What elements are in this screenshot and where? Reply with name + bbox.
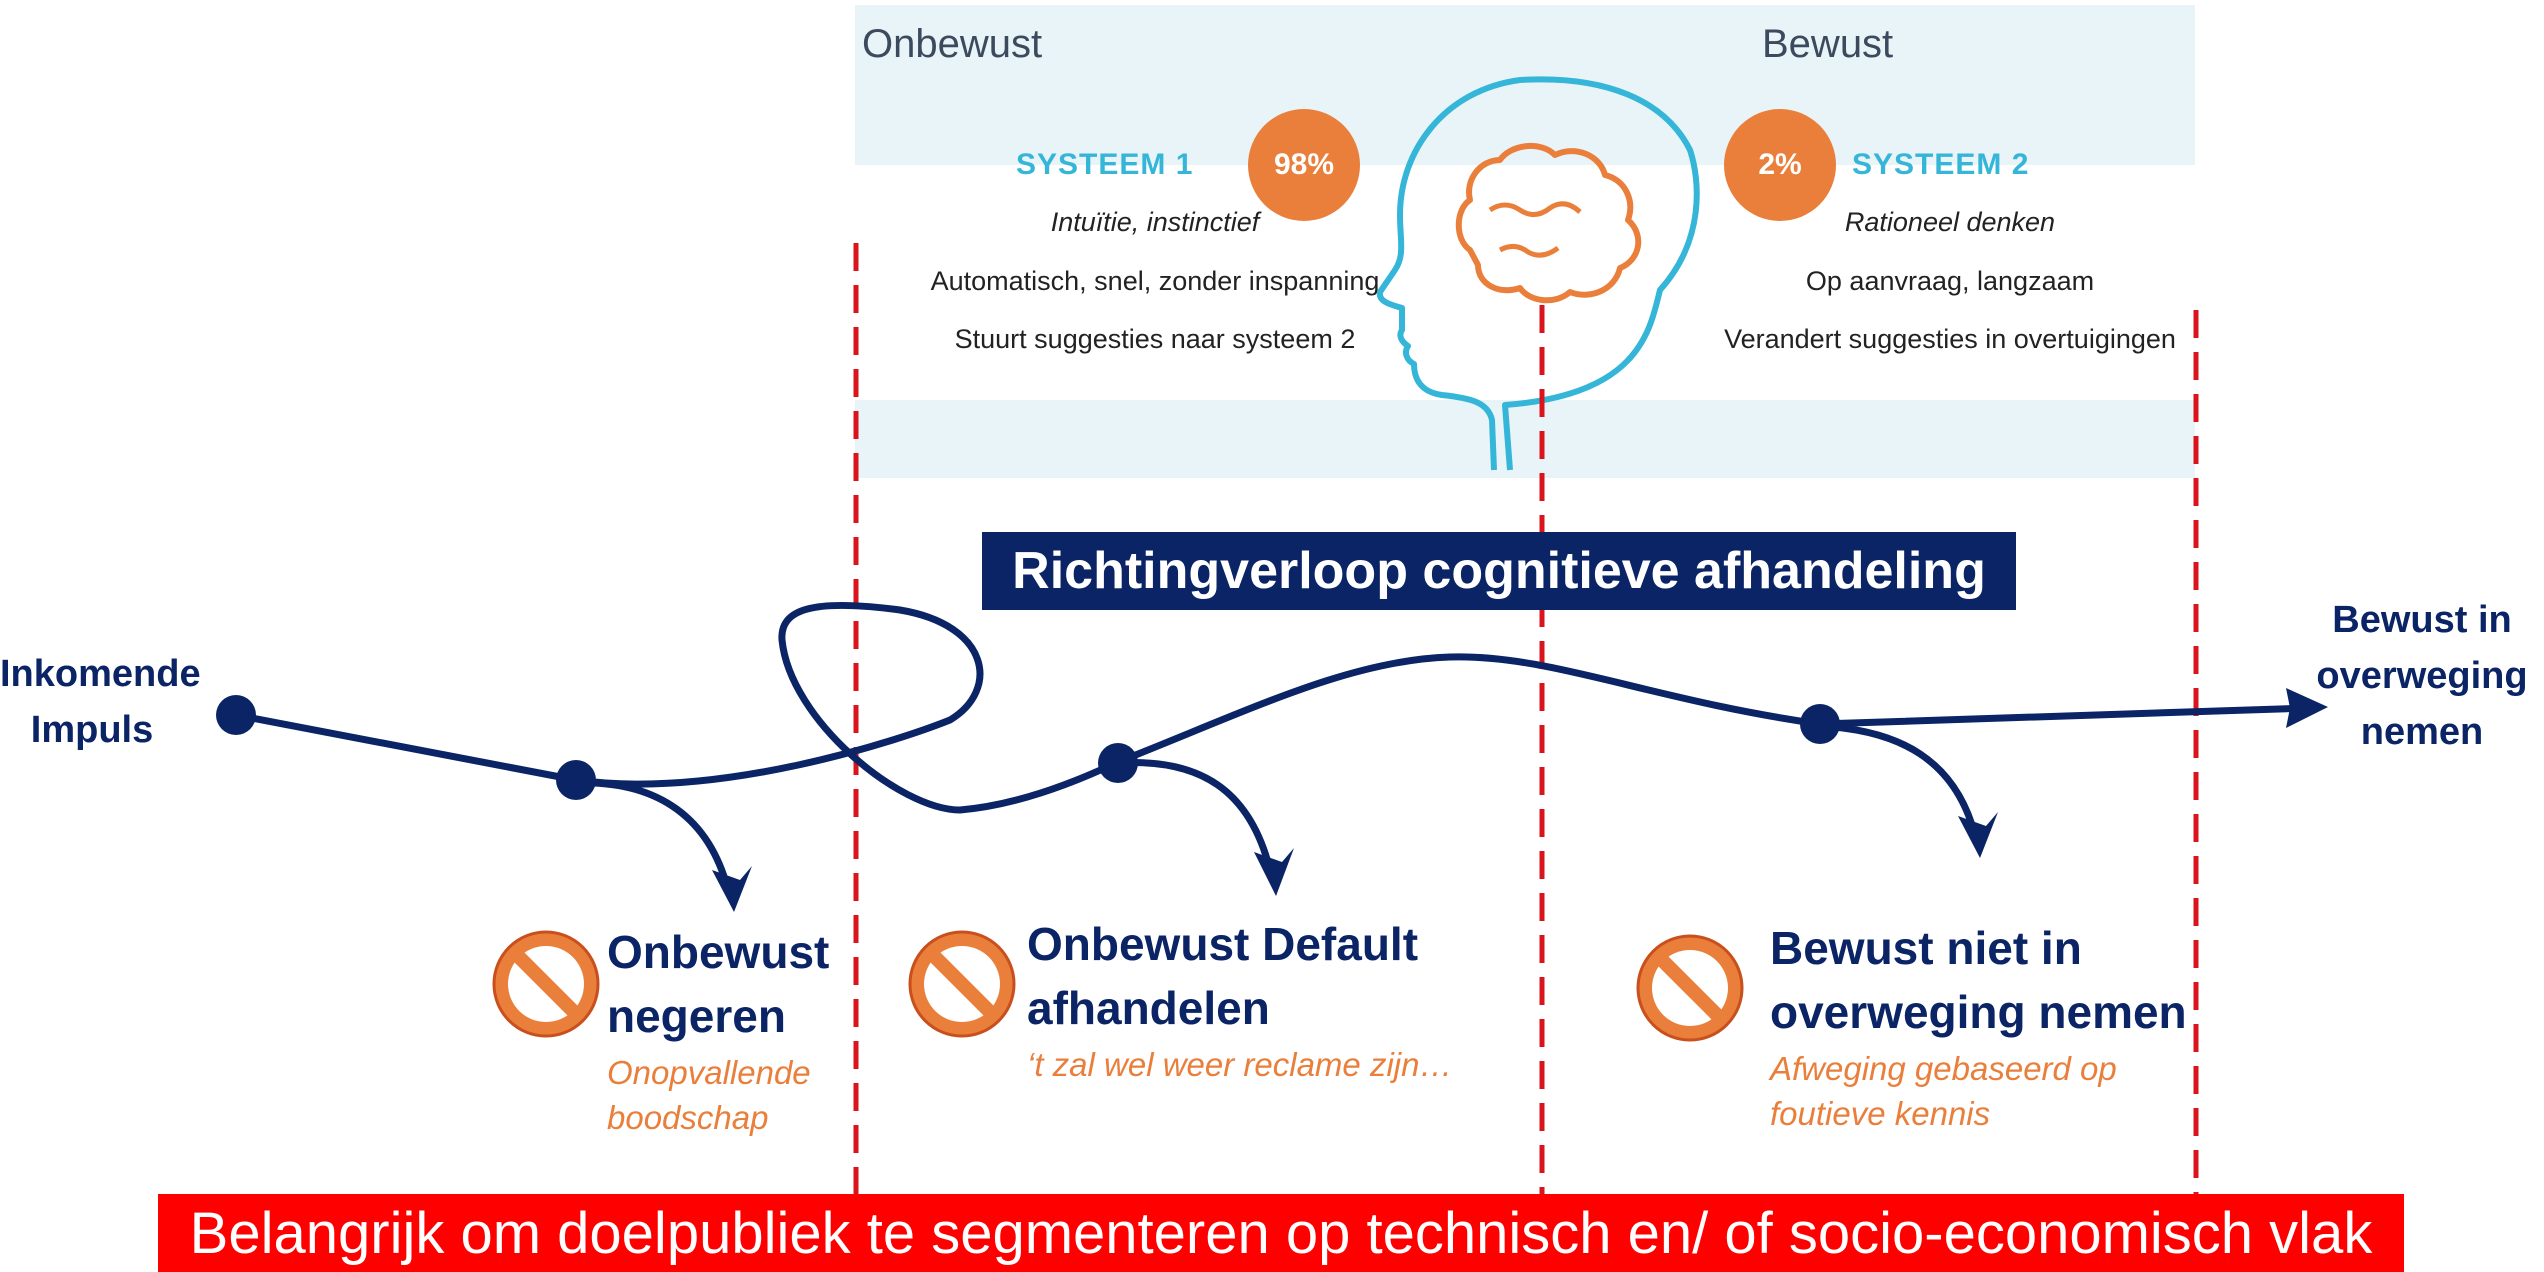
outcome-3-note-line-2: foutieve kennis: [1770, 1095, 1991, 1132]
outcome-1-title-line-2: negeren: [607, 990, 786, 1042]
diagram-banner-title: Richtingverloop cognitieve afhandeling: [982, 532, 2016, 610]
input-label-line-1: Inkomende: [0, 653, 201, 695]
input-label-line-2: Impuls: [30, 709, 154, 751]
outcome-1-title-line-1: Onbewust: [607, 926, 830, 978]
system1-line-1: Intuïtie, instinctief: [1050, 207, 1260, 237]
path-node-input: [216, 695, 256, 735]
outcome-1-note-line-2: boodschap: [607, 1099, 769, 1136]
outcome-2-title-line-2: afhandelen: [1027, 982, 1270, 1034]
branch-arrow-2: [1114, 758, 1274, 874]
system2-line-3: Verandert suggesties in overtuigingen: [1724, 324, 2176, 354]
zone-title-unconscious: Onbewust: [862, 22, 1043, 66]
system1-line-3: Stuurt suggesties naar systeem 2: [954, 324, 1356, 354]
outcome-conscious-not-considered: Bewust niet in overweging nemen Afweging…: [1770, 916, 2187, 1136]
arrowhead-output: [2286, 688, 2328, 728]
zone-title-conscious: Bewust: [1762, 22, 1894, 66]
output-label-line-3: nemen: [2360, 711, 2484, 753]
system2-percent-badge: 2%: [1724, 109, 1836, 221]
prohibited-icon: [908, 930, 1016, 1038]
outcome-1-note-line-1: Onopvallende: [607, 1054, 811, 1091]
output-label-line-2: overweging: [2316, 655, 2528, 697]
outcome-3-note-line-1: Afweging gebaseerd op: [1770, 1050, 2117, 1087]
branch-arrow-3: [1816, 722, 1979, 839]
head-brain-icon: [1376, 76, 1700, 471]
path-node-3: [1800, 704, 1840, 744]
background-band-bottom: [855, 400, 2195, 478]
path-node-1: [556, 760, 596, 800]
outcome-3-title-line-2: overweging nemen: [1770, 986, 2187, 1038]
system1-percent-badge: 98%: [1248, 109, 1360, 221]
system2-label: SYSTEEM 2: [1852, 148, 2030, 181]
prohibited-icon: [1636, 934, 1744, 1042]
system1-label: SYSTEEM 1: [1016, 148, 1194, 181]
input-label: Inkomende Impuls: [0, 646, 201, 758]
output-label: Bewust in overweging nemen: [2300, 592, 2544, 760]
outcome-2-title-line-1: Onbewust Default: [1027, 918, 1419, 970]
cognitive-path: [232, 601, 2314, 814]
outcome-3-title-line-1: Bewust niet in: [1770, 922, 2082, 974]
system2-line-1: Rationeel denken: [1844, 207, 2056, 237]
branch-arrow-1: [572, 779, 732, 894]
output-label-line-1: Bewust in: [2332, 599, 2512, 641]
background-band-top: [855, 5, 2195, 165]
outcome-unconscious-default: Onbewust Default afhandelen ‘t zal wel w…: [1027, 912, 1452, 1087]
system2-line-2: Op aanvraag, langzaam: [1805, 266, 2095, 296]
path-node-2: [1098, 743, 1138, 783]
outcome-2-note-line-1: ‘t zal wel weer reclame zijn…: [1027, 1046, 1453, 1083]
outcome-unconscious-ignore: Onbewust negeren Onopvallende boodschap: [607, 920, 829, 1140]
prohibited-icon: [492, 930, 600, 1038]
footer-message: Belangrijk om doelpubliek te segmenteren…: [158, 1194, 2404, 1272]
system1-line-2: Automatisch, snel, zonder inspanning: [930, 266, 1380, 296]
